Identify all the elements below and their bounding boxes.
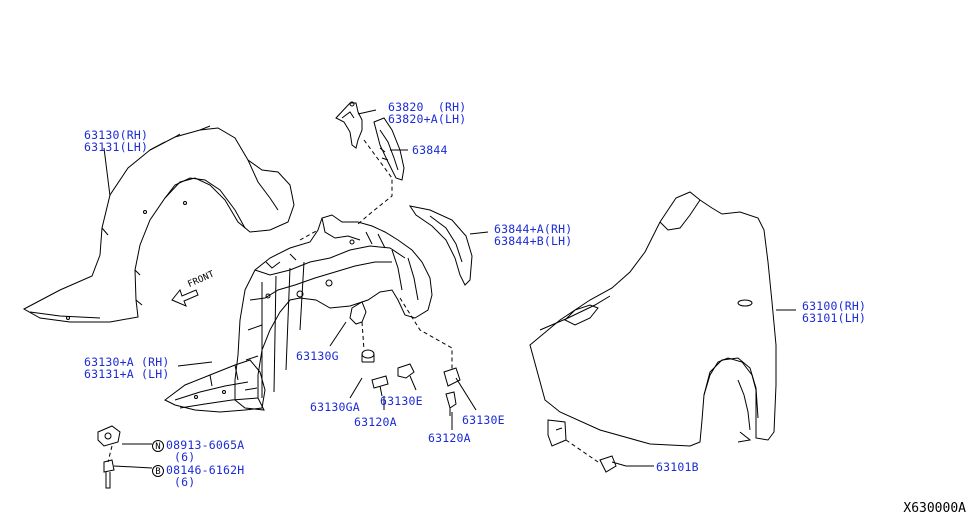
lower-liner: [164, 359, 266, 413]
label-63100-rh[interactable]: 63100(RH): [802, 299, 867, 313]
seal-63844: [373, 117, 405, 181]
bracket-63820: [335, 101, 363, 149]
n-symbol-icon: N: [152, 439, 164, 452]
label-63844b-lh[interactable]: 63844+B(LH): [494, 234, 573, 248]
label-63101-lh[interactable]: 63101(LH): [802, 311, 867, 325]
fender-liner-left: [22, 125, 295, 323]
label-63130ga[interactable]: 63130GA: [310, 400, 360, 414]
front-arrow: [171, 288, 199, 307]
b-symbol-icon: B: [152, 464, 164, 477]
label-63130e-2[interactable]: 63130E: [462, 413, 505, 427]
label-63131-lh[interactable]: 63131(LH): [84, 140, 149, 154]
front-fender: [529, 191, 777, 447]
label-63820-rh[interactable]: 63820 (RH): [388, 100, 467, 114]
label-63130a-rh[interactable]: 63130+A (RH): [84, 355, 170, 369]
seal-63844a: [408, 205, 473, 286]
label-63844a-rh[interactable]: 63844+A(RH): [494, 222, 573, 236]
dashed-connectors: [107, 139, 599, 463]
leader-lines: [103, 109, 796, 469]
label-63130-rh[interactable]: 63130(RH): [84, 128, 149, 142]
part-number-08913: 08913-6065A: [166, 438, 245, 452]
diagram-id: X630000A: [903, 501, 966, 516]
label-63820a-lh[interactable]: 63820+A(LH): [388, 112, 467, 126]
qty-08913: (6): [174, 450, 196, 464]
label-63844[interactable]: 63844: [412, 143, 448, 157]
label-63120a-2[interactable]: 63120A: [428, 431, 471, 445]
label-63130g[interactable]: 63130G: [296, 349, 339, 363]
label-63120a-1[interactable]: 63120A: [354, 415, 397, 429]
label-63130e-1[interactable]: 63130E: [380, 394, 423, 408]
part-number-08146: 08146-6162H: [166, 463, 245, 477]
qty-08146: (6): [174, 475, 196, 489]
label-63101b[interactable]: 63101B: [656, 460, 699, 474]
fender-liner-center: [234, 214, 433, 411]
fasteners: [97, 301, 627, 489]
label-63131a-lh[interactable]: 63131+A (LH): [84, 367, 170, 381]
